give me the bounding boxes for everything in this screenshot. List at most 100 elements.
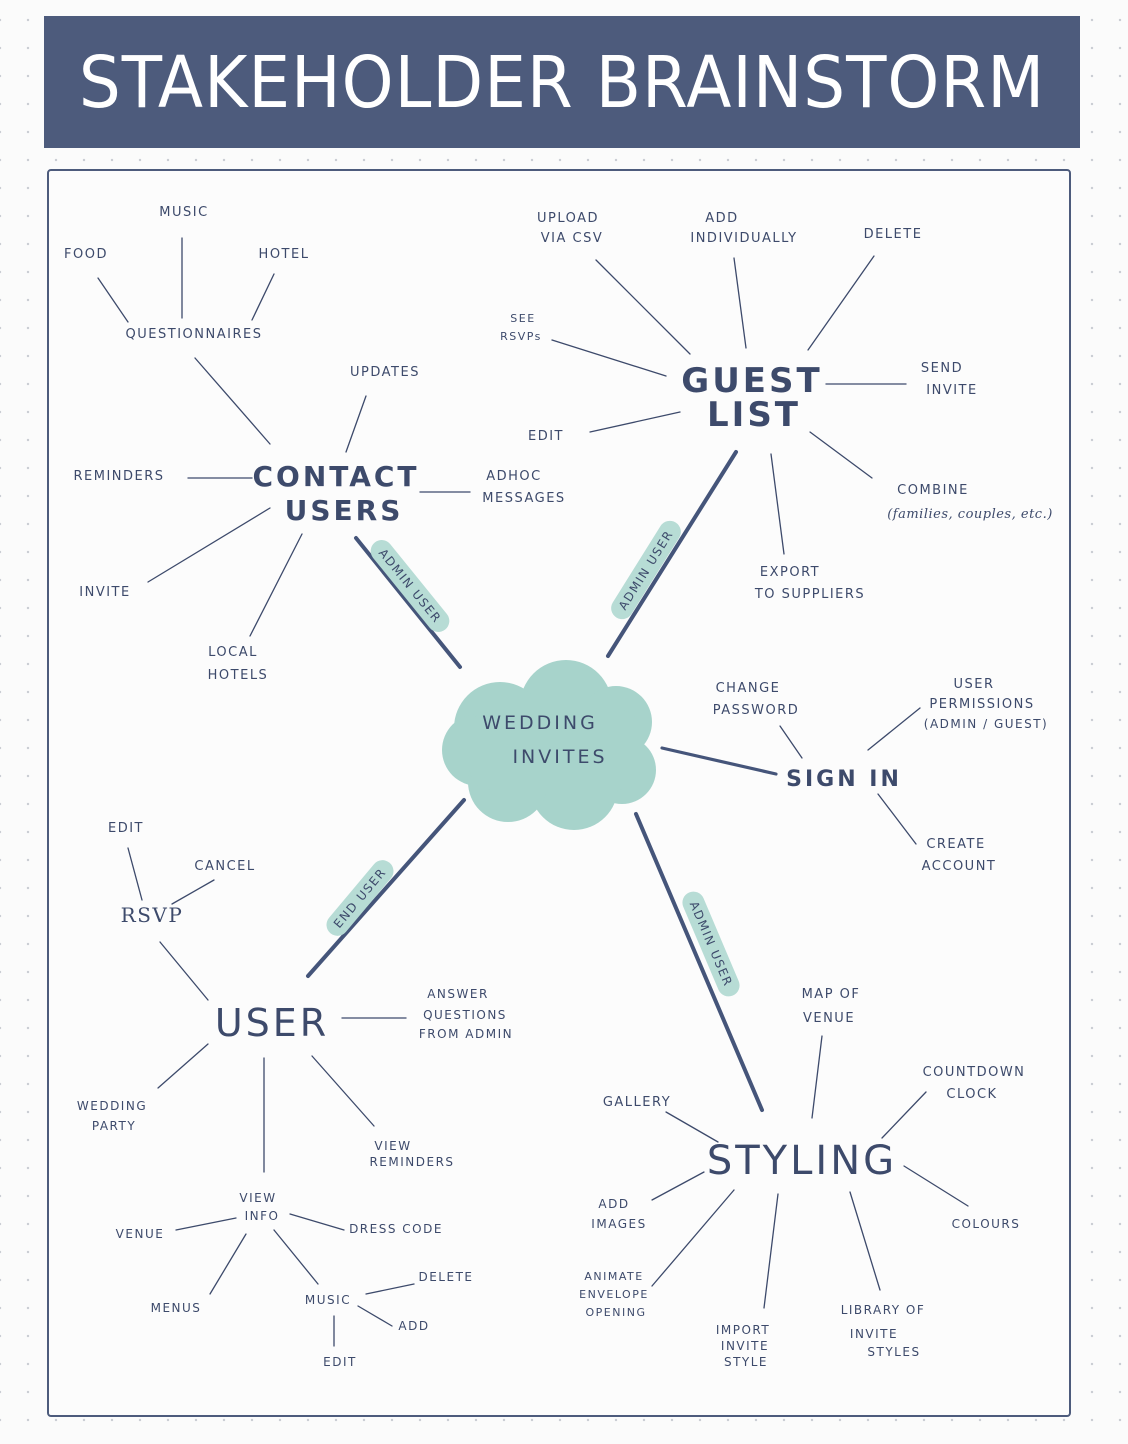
edge-music-info — [273, 1229, 319, 1285]
label-edit-music: EDIT — [323, 1355, 357, 1369]
label-animate-1: ANIMATE — [584, 1270, 643, 1283]
label-animate-2: ENVELOPE — [579, 1288, 649, 1301]
label-create-1: CREATE — [926, 837, 985, 852]
label-import-1: IMPORT — [716, 1323, 770, 1337]
edge-import-styling — [763, 1193, 779, 1309]
label-upload-1: UPLOAD — [537, 211, 599, 226]
edge-gallery-styling — [665, 1111, 719, 1143]
label-adhoc-1: ADHOC — [486, 469, 542, 484]
edge-edit-guest — [589, 411, 681, 433]
spoke-styling — [634, 812, 764, 1112]
label-questionnaires: QUESTIONNAIRES — [126, 327, 263, 342]
edge-perm-signin — [867, 707, 921, 751]
hub-contact-users-2: USERS — [285, 494, 404, 527]
edge-edit-rsvp — [127, 847, 143, 901]
label-perm-2: PERMISSIONS — [929, 697, 1034, 712]
edge-hotels-contact — [249, 533, 303, 637]
label-answer-2: QUESTIONS — [423, 1008, 507, 1022]
label-music: MUSIC — [159, 205, 208, 220]
label-rsvp: RSVP — [121, 903, 184, 927]
label-answer-1: ANSWER — [427, 987, 489, 1001]
spoke-guest-list — [606, 450, 738, 658]
label-delete-music: DELETE — [418, 1270, 473, 1284]
edge-map-styling — [811, 1035, 823, 1119]
edge-hotel-questionnaires — [251, 273, 275, 321]
edge-cancel-rsvp — [171, 879, 215, 905]
svg-text:ADMIN USER: ADMIN USER — [376, 546, 444, 626]
label-view-rem-1: VIEW — [374, 1139, 411, 1153]
edge-center-signin — [660, 746, 778, 776]
label-see-1: SEE — [510, 312, 535, 325]
label-add-ind-2: INDIVIDUALLY — [690, 231, 797, 246]
label-dress: DRESS CODE — [349, 1222, 443, 1236]
label-view-rem-2: REMINDERS — [369, 1155, 454, 1169]
label-invite: INVITE — [79, 585, 130, 600]
label-change-2: PASSWORD — [713, 703, 800, 718]
edge-rsvp-user — [159, 941, 209, 1001]
label-countdown-2: CLOCK — [946, 1087, 997, 1102]
label-edit-rsvp: EDIT — [108, 821, 144, 836]
label-gallery: GALLERY — [603, 1095, 671, 1110]
edge-create-signin — [877, 793, 917, 845]
label-add-music: ADD — [398, 1319, 429, 1333]
label-answer-3: FROM ADMIN — [419, 1027, 513, 1041]
label-library-2: INVITE — [850, 1327, 898, 1341]
svg-text:END USER: END USER — [331, 865, 389, 931]
edge-library-styling — [849, 1191, 881, 1291]
label-export-2: TO SUPPLIERS — [754, 587, 865, 602]
edge-countdown-styling — [881, 1091, 927, 1139]
spoke-user — [306, 798, 466, 978]
edge-combine-guest — [809, 431, 873, 479]
label-delete-guest: DELETE — [864, 227, 923, 242]
edge-venue-info — [175, 1217, 237, 1231]
tag-guest-list: ADMIN USER — [611, 520, 681, 620]
hub-guest-list-1: GUEST — [681, 361, 822, 401]
center-spokes — [306, 450, 764, 1112]
label-wedding-2: PARTY — [92, 1119, 136, 1133]
label-updates: UPDATES — [350, 365, 420, 380]
title-banner: STAKEHOLDER BRAINSTORM — [44, 16, 1080, 148]
label-add-img-2: IMAGES — [591, 1217, 646, 1231]
label-local-2: HOTELS — [208, 668, 269, 683]
label-adhoc-2: MESSAGES — [482, 491, 565, 506]
label-animate-3: OPENING — [586, 1306, 647, 1319]
label-create-2: ACCOUNT — [922, 859, 997, 874]
edge-see-guest — [551, 339, 667, 377]
edge-food-questionnaires — [97, 277, 129, 323]
hub-guest-list-2: LIST — [707, 395, 801, 435]
label-reminders: REMINDERS — [73, 469, 164, 484]
label-countdown-1: COUNTDOWN — [923, 1065, 1026, 1080]
label-music-user: MUSIC — [305, 1293, 351, 1307]
edge-export-guest — [770, 453, 785, 555]
edge-updates-contact — [345, 395, 367, 453]
svg-text:ADMIN USER: ADMIN USER — [616, 528, 676, 613]
center-label-1: WEDDING — [482, 712, 598, 734]
hub-user: USER — [215, 1001, 329, 1045]
label-add-ind-1: ADD — [705, 211, 738, 226]
label-menus: MENUS — [151, 1301, 202, 1315]
label-perm-1: USER — [953, 677, 994, 692]
label-library-3: STYLES — [867, 1345, 920, 1359]
edge-add-guest — [733, 257, 747, 349]
hub-sign-in: SIGN IN — [786, 767, 902, 792]
label-add-img-1: ADD — [598, 1197, 629, 1211]
label-colours: COLOURS — [952, 1217, 1021, 1231]
label-combine-1: COMBINE — [897, 483, 969, 498]
tag-styling: ADMIN USER — [682, 891, 740, 997]
label-upload-2: VIA CSV — [541, 231, 603, 246]
mind-map-edges — [97, 237, 969, 1347]
label-send-2: INVITE — [926, 383, 977, 398]
label-venue: VENUE — [116, 1227, 165, 1241]
hub-contact-users-1: CONTACT — [252, 460, 419, 493]
label-see-2: RSVPs — [500, 330, 542, 343]
edge-change-signin — [779, 725, 803, 759]
label-map-1: MAP OF — [802, 987, 861, 1002]
label-perm-3: (ADMIN / GUEST) — [924, 717, 1048, 731]
label-import-2: INVITE — [721, 1339, 769, 1353]
edge-upload-guest — [595, 259, 691, 355]
center-cloud: WEDDING INVITES — [442, 660, 656, 830]
label-map-2: VENUE — [803, 1011, 855, 1026]
label-food: FOOD — [64, 247, 108, 262]
edge-delete-guest — [807, 255, 875, 351]
edge-menus-info — [209, 1233, 247, 1295]
